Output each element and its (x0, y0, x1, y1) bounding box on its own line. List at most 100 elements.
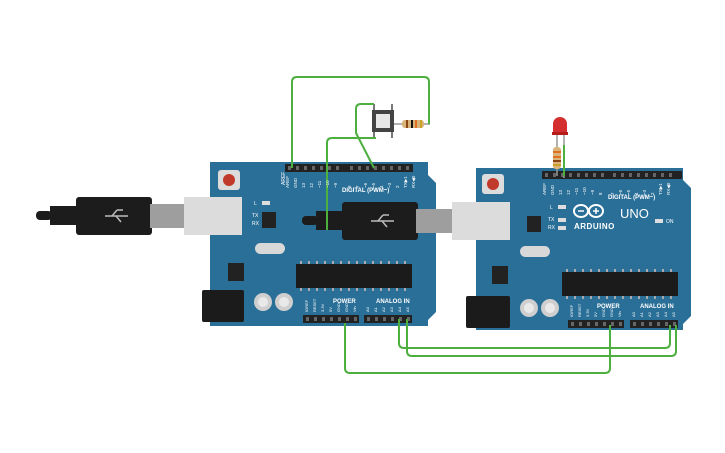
svg-text:RX◀0: RX◀0 (411, 175, 416, 188)
analog-label-left: ANALOG IN (376, 299, 410, 305)
svg-text:3.3V: 3.3V (320, 303, 325, 312)
brand-label: ARDUINO (574, 222, 615, 231)
wire-gnd-loop[interactable] (291, 76, 430, 168)
wires (291, 76, 677, 374)
pin-labels-left: AREF GND 13 12 ~11 ~10 ~9 8 7 ~6 ~5 4 ~3… (285, 175, 416, 188)
svg-text:RESET: RESET (312, 298, 317, 312)
power-pin-labels-right: IOREF RESET 3.3V 5V GND GND Vin A0 A1 A2… (569, 303, 676, 317)
wire-gnd-a[interactable] (344, 323, 611, 374)
usb-symbol-icon (105, 209, 128, 223)
svg-text:~9: ~9 (333, 182, 338, 188)
on-label: ON (666, 219, 674, 225)
svg-text:5V: 5V (328, 307, 333, 312)
regulator-right (492, 266, 508, 284)
svg-text:13: 13 (301, 182, 306, 188)
svg-text:4: 4 (379, 185, 384, 188)
svg-text:~10: ~10 (582, 187, 587, 195)
led-label-tx: TX (252, 213, 259, 219)
pin-labels-right: AREF GND 13 12 ~11 ~10 ~9 8 7 ~6 ~5 4 ~3… (542, 182, 671, 195)
digital-header-left[interactable] (285, 164, 413, 172)
svg-text:13: 13 (558, 189, 563, 195)
svg-text:~10: ~10 (325, 180, 330, 188)
svg-text:A3: A3 (655, 311, 660, 317)
svg-text:GND: GND (336, 303, 341, 312)
usb-cable-left[interactable] (36, 197, 242, 235)
pin-label: AREF (281, 172, 287, 185)
crystal-left (255, 243, 285, 254)
svg-text:7: 7 (610, 192, 615, 195)
analog-header-right[interactable] (630, 320, 678, 328)
usb-chip-right (527, 216, 541, 232)
svg-text:IOREF: IOREF (304, 299, 309, 312)
power-label-left: POWER (333, 299, 356, 305)
svg-text:Vin: Vin (352, 306, 357, 312)
svg-text:A1: A1 (373, 306, 378, 312)
digital-label-right: DIGITAL (PWM~) (608, 195, 655, 201)
svg-text:12: 12 (309, 182, 314, 188)
resistor-button[interactable] (394, 120, 430, 128)
arduino-logo-icon (573, 204, 604, 218)
svg-text:5V: 5V (593, 312, 598, 317)
svg-text:GND: GND (550, 184, 555, 195)
svg-text:8: 8 (598, 192, 603, 195)
atmega-chip-right (562, 272, 678, 296)
regulator-left (228, 263, 244, 281)
wire-a5[interactable] (406, 319, 677, 357)
svg-text:~6: ~6 (618, 189, 623, 195)
svg-text:TX▶1: TX▶1 (658, 183, 663, 195)
led-label-rx: RX (252, 221, 260, 227)
svg-text:~3: ~3 (387, 182, 392, 188)
led-label-rx-right: RX (548, 225, 556, 231)
wire-a4[interactable] (398, 319, 671, 349)
svg-text:A0: A0 (365, 306, 370, 312)
power-jack-left[interactable] (202, 290, 244, 322)
digital-header-right[interactable] (542, 171, 682, 179)
svg-text:~6: ~6 (363, 182, 368, 188)
svg-text:TX▶1: TX▶1 (403, 176, 408, 188)
svg-text:A2: A2 (381, 306, 386, 312)
led-label-tx-right: TX (548, 217, 555, 223)
digital-label-left: DIGITAL (PWM~) (342, 188, 389, 194)
svg-text:~5: ~5 (371, 182, 376, 188)
crystal-right (520, 246, 550, 257)
svg-text:AREF: AREF (542, 183, 547, 195)
resistor-led[interactable] (553, 147, 561, 176)
svg-text:A5: A5 (671, 311, 676, 317)
svg-text:GND: GND (601, 308, 606, 317)
svg-text:Vin: Vin (617, 311, 622, 317)
pushbutton[interactable] (372, 104, 394, 138)
svg-text:2: 2 (395, 185, 400, 188)
reset-button-left[interactable] (218, 170, 240, 190)
svg-text:~3: ~3 (642, 189, 647, 195)
svg-text:RESET: RESET (577, 303, 582, 317)
analog-header-left[interactable] (364, 315, 412, 323)
arduino-board-right[interactable]: DIGITAL (PWM~) ARDUINO UNO ON L TX RX (466, 168, 691, 330)
svg-text:12: 12 (566, 189, 571, 195)
svg-text:A5: A5 (405, 306, 410, 312)
usb-chip-left (262, 212, 276, 228)
svg-text:RX◀0: RX◀0 (666, 182, 671, 195)
svg-text:~5: ~5 (626, 189, 631, 195)
wire-button-pin[interactable] (355, 103, 375, 169)
reset-button-right[interactable] (482, 174, 504, 194)
svg-text:~11: ~11 (317, 180, 322, 188)
power-pin-labels-left: IOREF RESET 3.3V 5V GND GND Vin A0 A1 A2… (304, 298, 410, 312)
svg-text:GND: GND (344, 303, 349, 312)
svg-text:IOREF: IOREF (569, 304, 574, 317)
svg-text:A2: A2 (647, 311, 652, 317)
power-jack-right[interactable] (466, 296, 510, 328)
usb-cable-right[interactable] (302, 202, 510, 240)
svg-text:A0: A0 (631, 311, 636, 317)
svg-text:2: 2 (650, 192, 655, 195)
svg-text:~9: ~9 (590, 189, 595, 195)
led-label-l-right: L (550, 205, 553, 211)
svg-text:GND: GND (609, 308, 614, 317)
atmega-chip-left (296, 264, 412, 288)
svg-text:4: 4 (634, 192, 639, 195)
led-label-l: L (254, 201, 257, 207)
power-label-right: POWER (597, 304, 620, 310)
svg-text:A3: A3 (389, 306, 394, 312)
wire-button-5v[interactable] (326, 137, 376, 230)
analog-label-right: ANALOG IN (640, 304, 674, 310)
